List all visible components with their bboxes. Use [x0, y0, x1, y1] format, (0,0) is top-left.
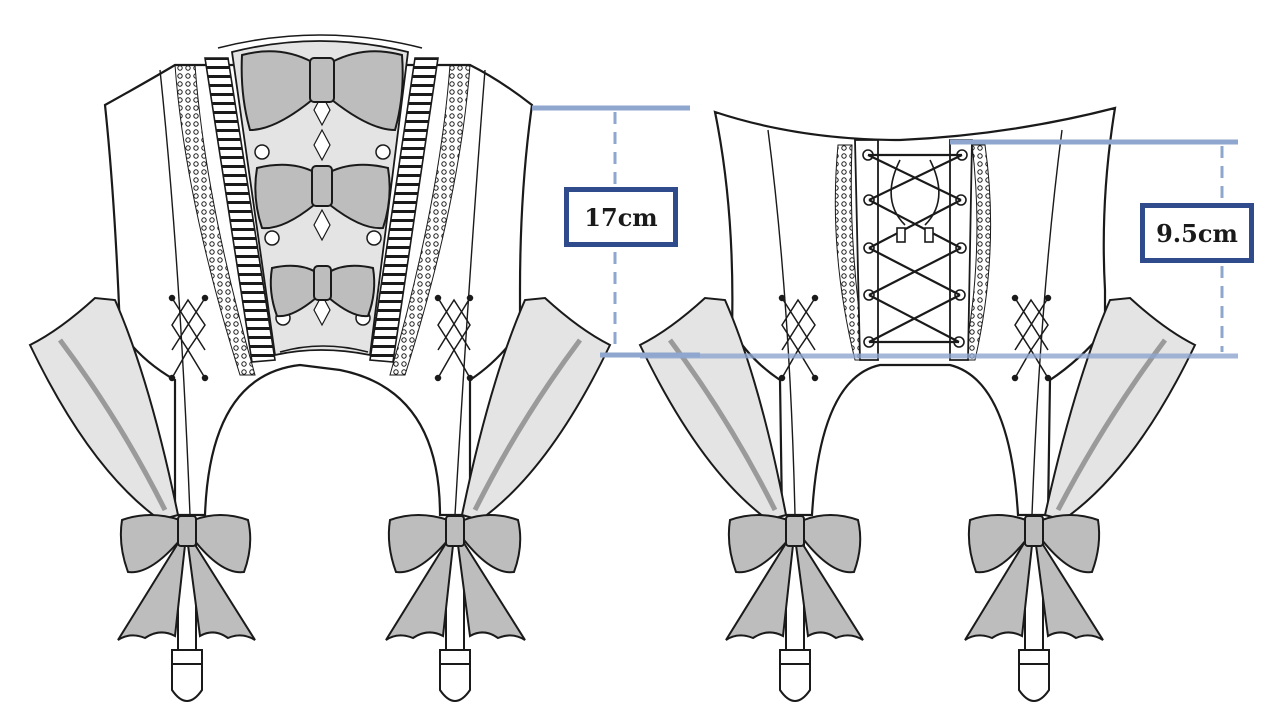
- front-right-garter: [439, 520, 471, 702]
- bow-icon: [117, 514, 256, 641]
- bow-icon: [385, 514, 526, 641]
- garter-clip-icon: [439, 649, 471, 665]
- front-measurement-label: 17cm: [564, 187, 678, 247]
- back-corset-body: [713, 106, 1117, 517]
- bow-icon: [254, 163, 391, 230]
- garter-clip-icon: [171, 649, 203, 665]
- lacing-icon: [862, 149, 968, 348]
- bow-icon: [964, 514, 1104, 641]
- back-measurement-label: 9.5cm: [1140, 203, 1254, 263]
- back-view: [638, 106, 1197, 702]
- garter-clip-icon: [1018, 649, 1050, 665]
- bow-icon: [269, 264, 376, 318]
- garter-clip-icon: [779, 649, 811, 665]
- bow-icon: [240, 50, 404, 132]
- bow-icon: [725, 514, 864, 641]
- front-view: [28, 34, 612, 702]
- lace-trim-icon: [174, 64, 256, 376]
- lace-trim-icon: [389, 64, 471, 376]
